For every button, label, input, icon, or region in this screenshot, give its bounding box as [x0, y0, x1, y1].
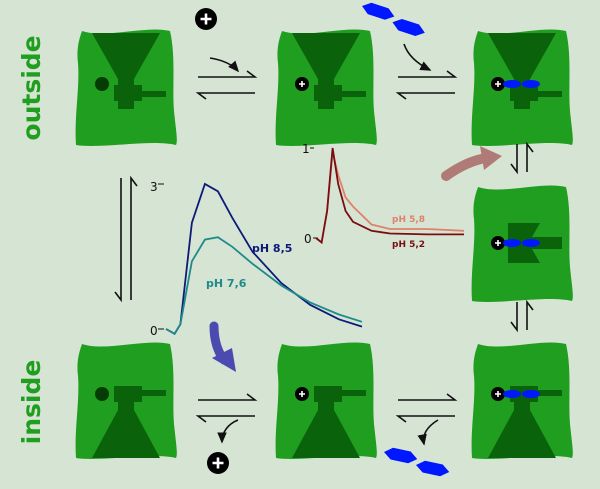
bound-cation-icon [490, 235, 506, 251]
label-ph-7-6: pH 7,6 [206, 277, 247, 290]
free-cation-inside-icon [205, 450, 231, 476]
label-ph-5-8: pH 5,8 [392, 215, 425, 225]
empty-pocket-icon [95, 387, 109, 401]
highlight-arrow-blue-head [212, 348, 236, 372]
equilibrium-arrow-left-vertical [114, 175, 138, 303]
label-ph-8-5: pH 8,5 [252, 242, 292, 255]
bound-cation-icon [490, 386, 506, 402]
transporter-outside-cation [275, 29, 377, 146]
equilibrium-arrow-top-1 [195, 57, 258, 100]
trace-ph-5-2 [315, 147, 464, 245]
free-cation-outside-icon [193, 6, 219, 32]
trace-ph-7-6 [165, 236, 363, 336]
free-substrate-inside-icon [381, 446, 452, 478]
highlight-arrow-brown [441, 153, 491, 181]
equilibrium-arrow-right-1 [510, 141, 534, 175]
outside-label: outside [17, 35, 46, 140]
bound-cation-icon [490, 76, 506, 92]
chart2-ytick-top: 1 [302, 142, 310, 156]
equilibrium-arrow-top-2 [395, 43, 458, 100]
chart2-ytick-zero: 0 [304, 232, 312, 246]
equilibrium-arrow-bottom-2 [395, 393, 458, 446]
inside-label: inside [17, 360, 46, 445]
transporter-inside-cation-substrate [471, 342, 573, 459]
equilibrium-arrow-bottom-1 [195, 393, 258, 444]
current-trace-chart-alkaline: 3 0 pH 8,5 pH 7,6 [150, 180, 363, 338]
bound-cation-icon [294, 76, 310, 92]
bound-cation-icon [294, 386, 310, 402]
highlight-arrow-brown-head [480, 146, 502, 170]
chart1-ytick-zero: 0 [150, 324, 158, 338]
transporter-inside-cation [275, 342, 377, 459]
empty-pocket-icon [95, 77, 109, 91]
trace-ph-5-8 [315, 152, 465, 245]
transporter-outside-empty [75, 29, 177, 146]
transporter-occluded [471, 185, 573, 302]
transporter-inside-empty [75, 342, 177, 459]
current-trace-chart-acidic: 1 0 pH 5,8 pH 5,2 [302, 142, 465, 250]
equilibrium-arrow-right-2 [510, 299, 534, 333]
label-ph-5-2: pH 5,2 [392, 240, 425, 250]
transporter-outside-cation-substrate [471, 29, 573, 146]
chart1-ytick-top: 3 [150, 180, 158, 194]
